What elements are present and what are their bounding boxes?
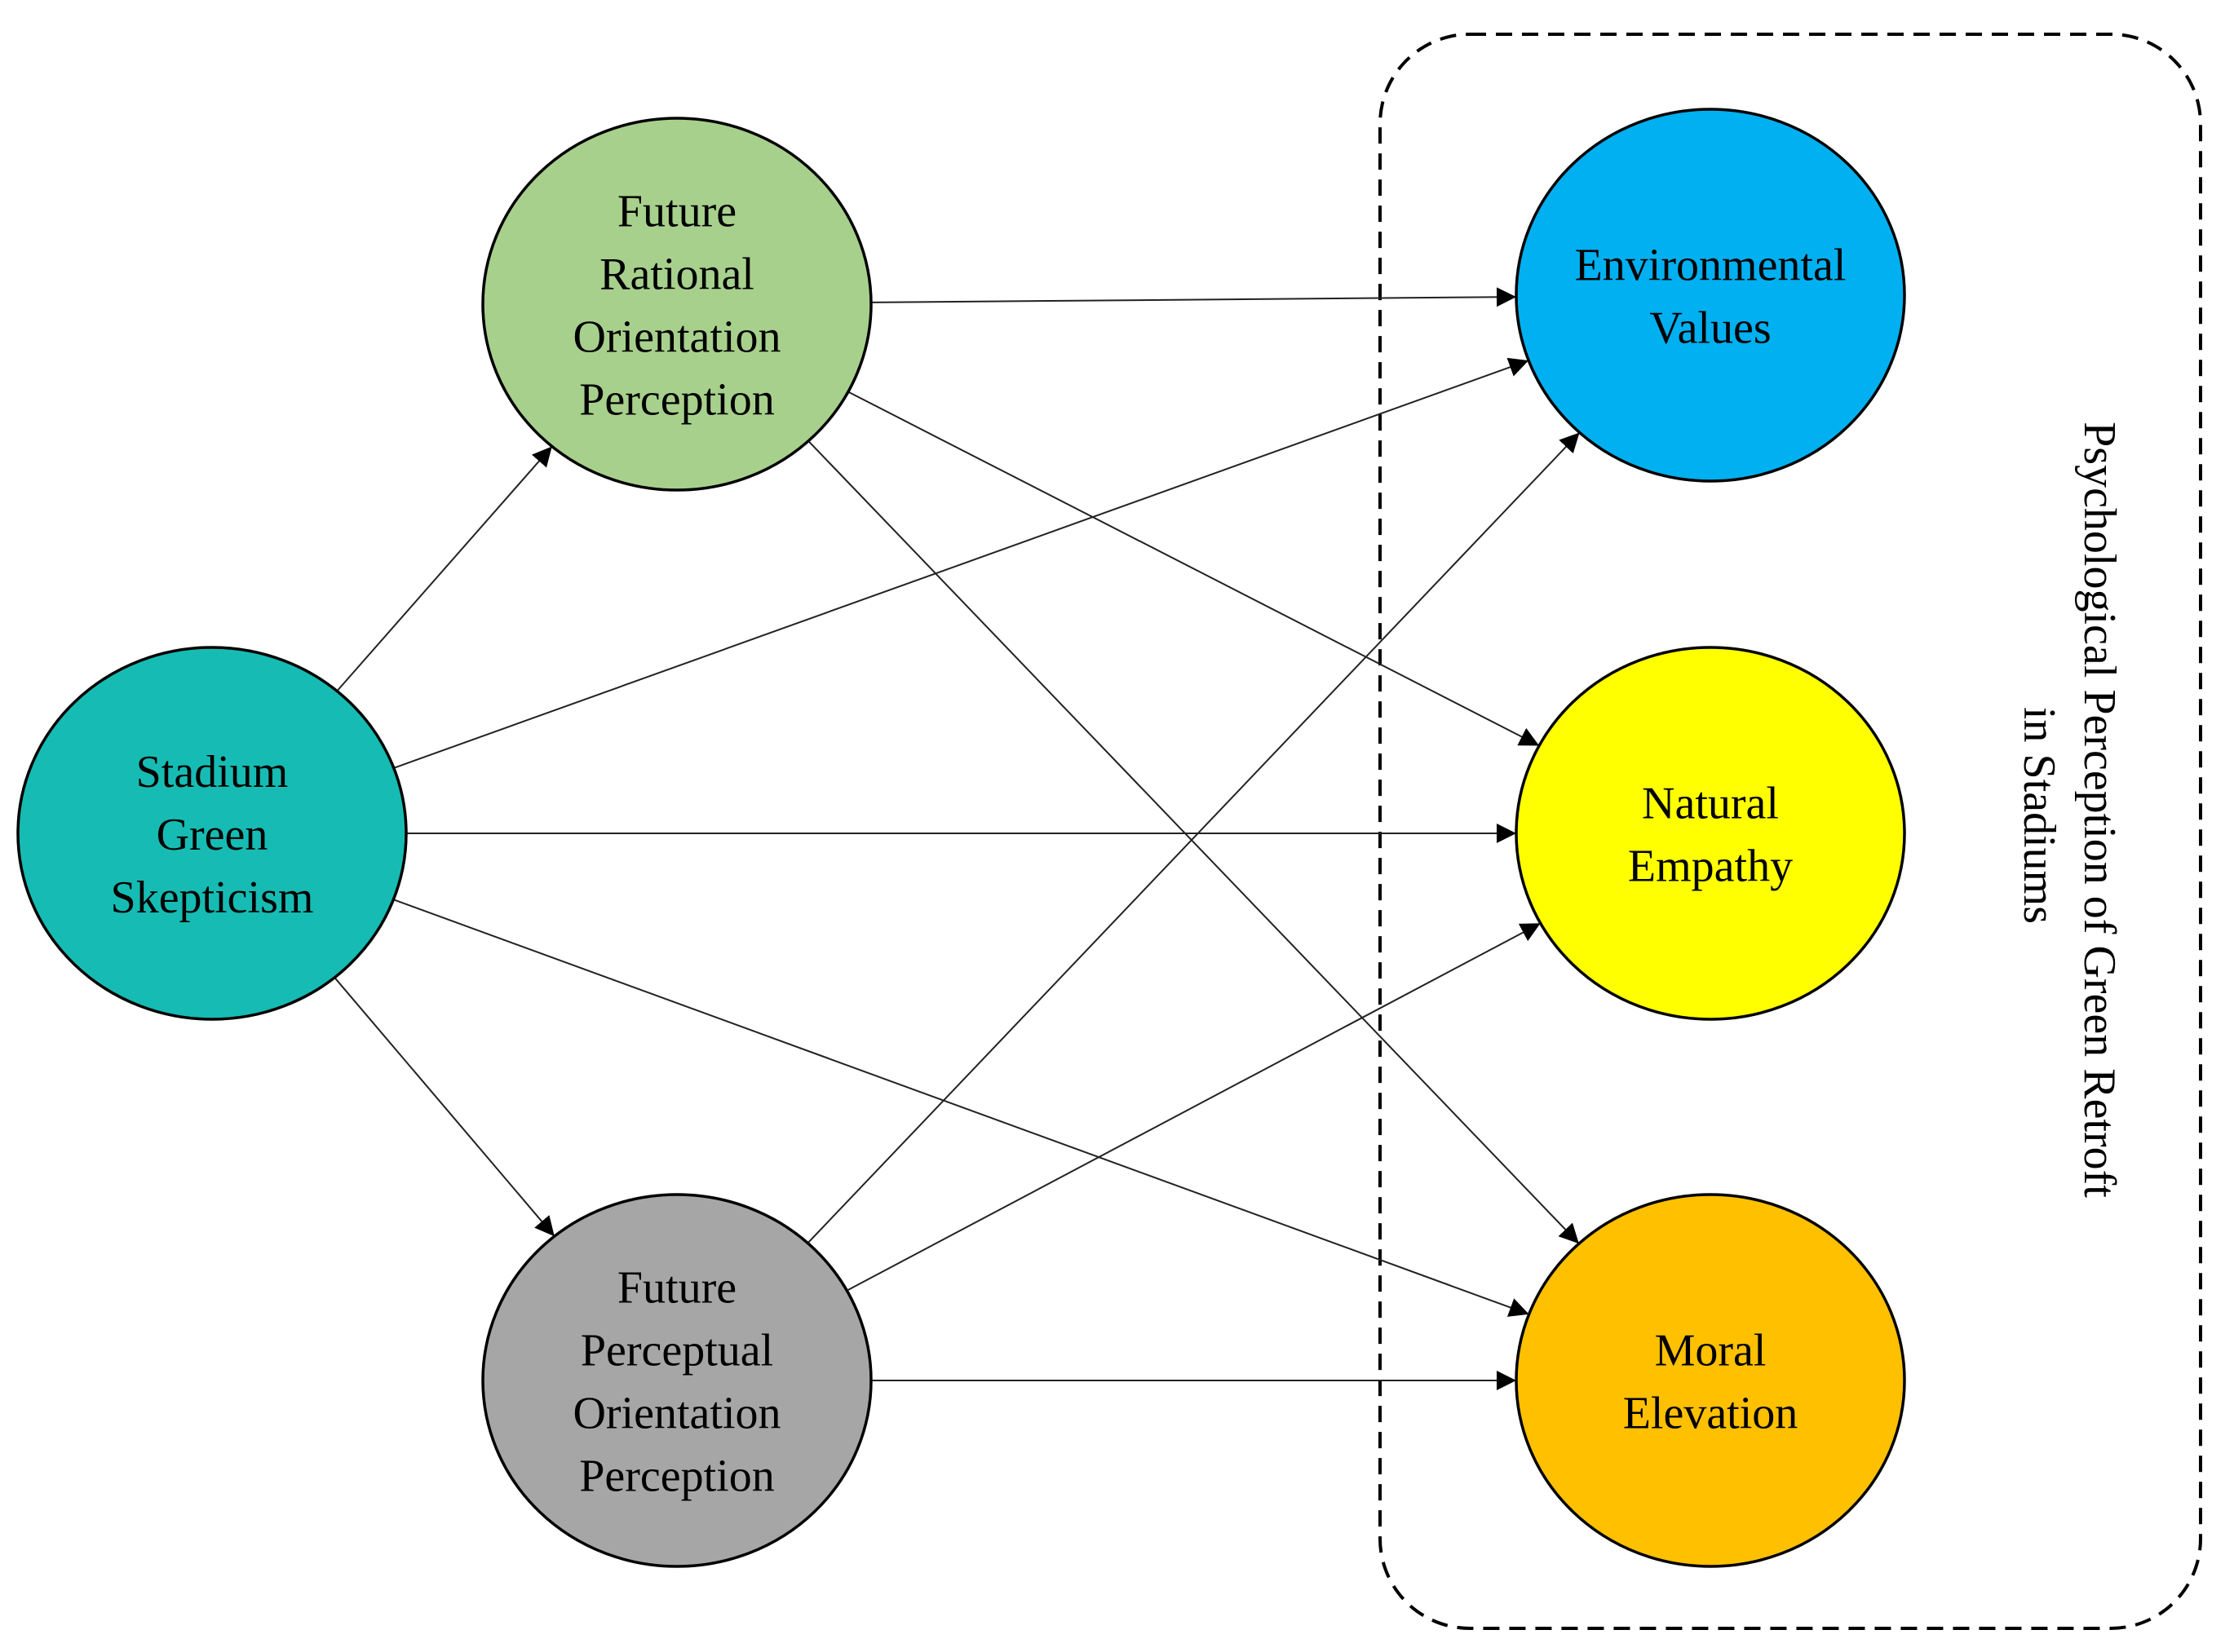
edge-skepticism-to-moral [393,899,1529,1317]
node-circle-environmental [1515,108,1906,483]
node-circle-moral [1515,1193,1906,1568]
edge-perceptual-to-empathy [846,922,1542,1292]
edge-skepticism-to-rational [336,445,553,692]
node-circle-perceptual [481,1193,873,1568]
edges [334,287,1581,1390]
group-label: Psychological Perception of Green Retrof… [2014,422,2125,1209]
edge-perceptual-to-environmental [807,431,1581,1244]
edge-rational-to-empathy [847,391,1540,747]
group-box [1378,33,2202,1630]
node-circle-skepticism [16,646,408,1021]
edge-skepticism-to-perceptual [334,977,555,1237]
edge-rational-to-moral [807,440,1580,1244]
edge-rational-to-environmental [870,287,1517,307]
node-circle-empathy [1515,646,1906,1021]
edge-skepticism-to-environmental [393,357,1529,769]
node-circle-rational [481,117,873,492]
